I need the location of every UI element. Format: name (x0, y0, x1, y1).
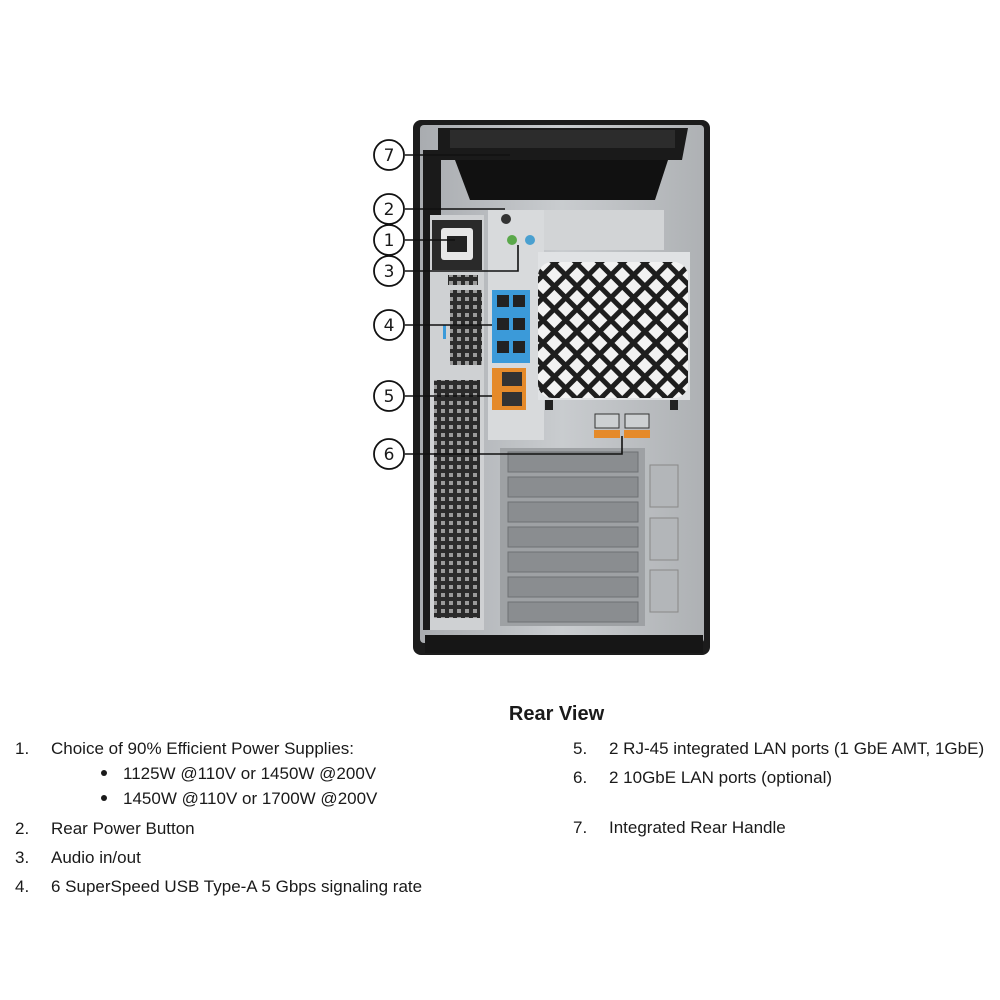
audio-in-jack (525, 235, 535, 245)
legend-number: 1. (15, 739, 30, 758)
legend-text: Choice of 90% Efficient Power Supplies: (51, 739, 355, 758)
legend-item-1: 1. Choice of 90% Efficient Power Supplie… (15, 734, 535, 759)
legend-bullet: 1450W @110V or 1700W @200V (15, 784, 535, 814)
callout-1: 1 (373, 224, 405, 256)
svg-text:2: 2 (384, 200, 395, 220)
svg-text:6: 6 (384, 445, 395, 465)
legend-bullet: 1125W @110V or 1450W @200V (15, 759, 535, 784)
legend-item-6: 6. 2 10GbE LAN ports (optional) (573, 768, 833, 787)
svg-text:5: 5 (384, 387, 395, 407)
rear-view-diagram: 7 2 1 3 4 5 6 (373, 120, 710, 655)
callout-3: 3 (373, 255, 405, 287)
svg-text:4: 4 (384, 316, 395, 336)
power-supply-bay (423, 150, 484, 630)
rear-power-button (501, 214, 511, 224)
callout-2: 2 (373, 193, 405, 225)
audio-out-jack (507, 235, 517, 245)
legend-item-5: 5. 2 RJ-45 integrated LAN ports (1 GbE A… (573, 739, 985, 758)
diagram-title: Rear View (508, 703, 605, 725)
callout-6: 6 (373, 438, 405, 470)
callouts: 7 2 1 3 4 5 6 (373, 139, 405, 470)
rear-fan (538, 252, 690, 410)
rear-handle (438, 128, 688, 200)
callout-7: 7 (373, 139, 405, 171)
legend-item-4: 4. 6 SuperSpeed USB Type-A 5 Gbps signal… (15, 877, 423, 896)
callout-lines (405, 154, 623, 455)
legend-item-2: 2. Rear Power Button (15, 819, 195, 838)
legend-item-3: 3. Audio in/out (15, 848, 141, 867)
legend-right: 5. 2 RJ-45 integrated LAN ports (1 GbE A… (573, 734, 998, 842)
svg-text:3: 3 (384, 262, 395, 282)
svg-text:1: 1 (384, 231, 395, 251)
legend-item-7: 7. Integrated Rear Handle (573, 818, 786, 837)
legend-left: 1. Choice of 90% Efficient Power Supplie… (15, 734, 535, 901)
expansion-slots (500, 448, 679, 626)
svg-text:7: 7 (384, 146, 395, 166)
callout-4: 4 (373, 309, 405, 341)
10gbe-ports (594, 413, 650, 438)
callout-5: 5 (373, 380, 405, 412)
io-panel (488, 210, 664, 440)
